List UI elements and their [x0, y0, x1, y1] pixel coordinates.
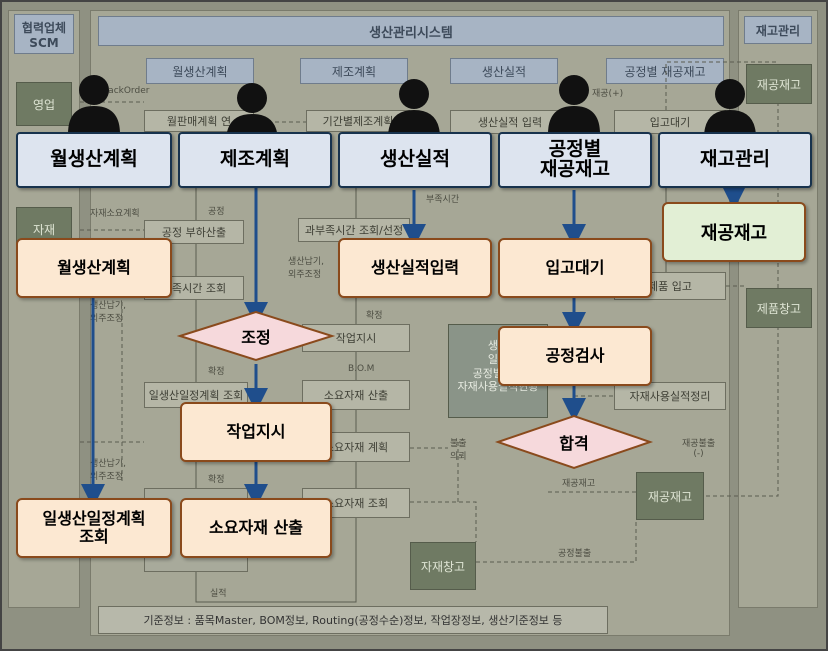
person-icon [68, 75, 120, 134]
bg-label-confirm1: 확정 [208, 367, 225, 377]
role-header-production-result: 생산실적 [338, 132, 492, 188]
role-header-manufacturing-plan: 제조계획 [178, 132, 332, 188]
role-header-inventory: 재고관리 [658, 132, 812, 188]
role-header-process-wip: 공정별 재공재고 [498, 132, 652, 188]
role-header-monthly-plan: 월생산계획 [16, 132, 172, 188]
bg-material-warehouse: 자재창고 [410, 542, 476, 590]
pass-label: 합격 [559, 434, 589, 453]
bg-label-wip-in: 재공(+) [592, 89, 624, 99]
bg-material-calc: 소요자재 산출 [302, 380, 410, 410]
bg-label-bom: B.O.M [348, 364, 375, 374]
partner-lane-title: 협력업체 SCM [14, 14, 74, 54]
step-process-inspection: 공정검사 [498, 326, 652, 386]
column-head-manufacturing: 제조계획 [300, 58, 408, 84]
step-work-instruction: 작업지시 [180, 402, 332, 462]
adjust-diamond [176, 310, 336, 362]
inventory-lane-title: 재고관리 [744, 16, 812, 44]
pass-diamond [494, 414, 654, 470]
bg-period-plan: 기간별제조계획 [306, 110, 410, 132]
step-in-wait: 입고대기 [498, 238, 652, 298]
person-icon [548, 75, 600, 134]
adjust-label: 조정 [241, 328, 271, 347]
column-head-monthly: 월생산계획 [146, 58, 254, 84]
bg-wip-stock: 재공재고 [636, 472, 704, 520]
partner-sales-box: 영업 [16, 82, 72, 126]
bg-label-shortage: 부족시간 [426, 195, 460, 205]
bg-label-delivery2: 생산납기, 외주조정 [90, 459, 126, 482]
inventory-wip-box: 재공재고 [746, 64, 812, 104]
bg-label-result: 실적 [210, 589, 227, 599]
bg-material-usage: 자재사용실적정리 [614, 382, 726, 410]
bg-monthly-sales-plan: 월판매계획 연 [144, 110, 254, 132]
bg-label-confirm3: 확정 [366, 311, 383, 321]
bg-label-confirm2: 확정 [208, 475, 225, 485]
inventory-product-box: 제품창고 [746, 288, 812, 328]
step-wip-stock: 재공재고 [662, 202, 806, 262]
bg-label-material-plan: 자재소요계획 [90, 209, 140, 219]
person-icon [388, 79, 440, 138]
bg-label-wip-out: 재공불출 (-) [682, 439, 716, 459]
footer-reference-info: 기준정보 : 품목Master, BOM정보, Routing(공정수순)정보,… [98, 606, 608, 634]
bg-label-process-out: 공정불출 [558, 549, 592, 559]
bg-label-backorder: BackOrder [102, 86, 150, 96]
step-result-entry: 생산실적입력 [338, 238, 492, 298]
bg-label-delivery3: 생산납기, 외주조정 [288, 257, 324, 280]
step-material-calc: 소요자재 산출 [180, 498, 332, 558]
bg-label-process: 공정 [208, 207, 225, 217]
column-head-result: 생산실적 [450, 58, 558, 84]
step-monthly-plan: 월생산계획 [16, 238, 172, 298]
system-title: 생산관리시스템 [98, 16, 724, 46]
step-daily-schedule: 일생산일정계획 조회 [16, 498, 172, 558]
person-icon [704, 79, 756, 138]
bg-label-delivery1: 생산납기, 외주조정 [90, 301, 126, 324]
bg-label-wip-stock: 재공재고 [562, 479, 596, 489]
